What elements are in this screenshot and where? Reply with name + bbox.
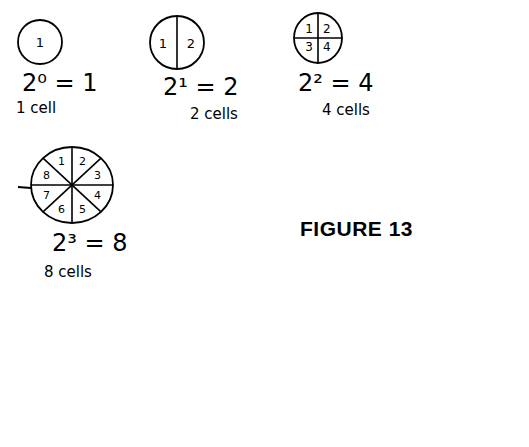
cell-count: 8 cells	[44, 264, 92, 281]
cell-circle: 12	[149, 15, 205, 70]
power-formula: 2² = 4	[298, 70, 374, 96]
cell-number: 3	[305, 41, 313, 53]
power-formula: 2⁰ = 1	[22, 70, 98, 96]
cell-number: 1	[305, 23, 313, 35]
cell-circle: 1	[17, 19, 63, 65]
cell-number: 2	[323, 23, 331, 35]
cell-number: 6	[58, 203, 65, 214]
cell-count: 4 cells	[322, 102, 370, 119]
cell-number: 2	[79, 156, 86, 167]
cell-number: 3	[94, 170, 101, 181]
cell-outline	[30, 146, 114, 224]
cell-number: 8	[43, 170, 50, 181]
cell-count: 1 cell	[16, 100, 56, 117]
power-formula: 2³ = 8	[52, 230, 128, 256]
cell-count: 2 cells	[190, 106, 238, 123]
cell-number: 2	[187, 36, 195, 49]
power-formula: 2¹ = 2	[163, 74, 239, 100]
cell-circle: 1234	[293, 12, 343, 64]
cell-number: 7	[43, 189, 50, 200]
cell-circle: 1 23 45 67 8	[30, 146, 114, 224]
cell-number: 1	[159, 36, 167, 49]
cell-number: 4	[323, 41, 331, 53]
cell-outline	[293, 12, 343, 64]
cell-outline	[149, 15, 205, 70]
cell-number: 4	[94, 189, 101, 200]
cell-number: 5	[79, 203, 86, 214]
pointer-tick	[18, 187, 31, 188]
figure-caption: FIGURE 13	[300, 217, 413, 241]
cell-number: 1	[58, 156, 65, 167]
cell-number: 1	[36, 36, 44, 49]
